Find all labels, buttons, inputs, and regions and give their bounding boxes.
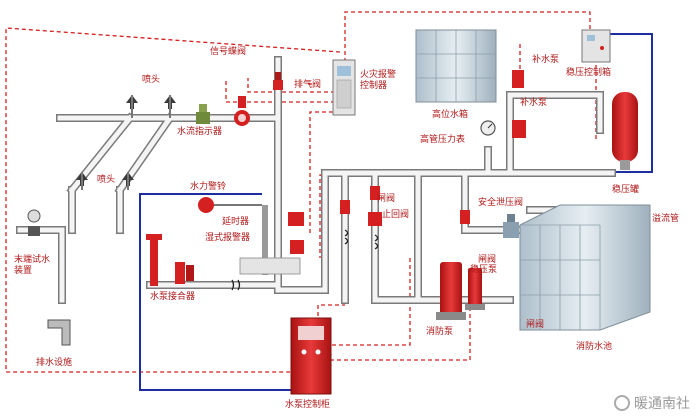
label-safety-relief-valve: 安全泄压阀 <box>478 198 524 208</box>
label-wet-alarm-valve: 湿式报警器 <box>205 233 251 243</box>
drain-fitting <box>47 319 71 346</box>
watermark: 暖通南社 <box>614 393 690 413</box>
end-test-device <box>27 209 41 236</box>
gate-valve-c <box>460 210 470 224</box>
wet-alarm-valve-group <box>239 205 304 275</box>
label-sprinkler-bottom: 喷头 <box>97 175 116 185</box>
label-sprinkler-top: 喷头 <box>142 75 161 85</box>
flow-indicator <box>196 104 210 124</box>
check-valve <box>368 212 382 226</box>
pump-adapter <box>146 234 194 286</box>
safety-relief-valve <box>503 214 519 238</box>
label-overflow-pipe: 溢流管 <box>652 214 680 224</box>
label-gate-valve-3: 闸阀 <box>526 320 545 330</box>
label-fire-alarm-controller: 火灾报警控制器 <box>360 70 397 91</box>
exhaust-valve <box>273 72 283 90</box>
pressure-tank <box>612 92 638 170</box>
label-pump-adapter: 水泵接合器 <box>150 292 196 302</box>
label-makeup-pump-mid: 补水泵 <box>520 98 548 108</box>
pump-control-cabinet <box>290 317 332 395</box>
label-gate-valve-1: 闸阀 <box>377 194 396 204</box>
gate-valve-a <box>340 200 350 214</box>
label-makeup-pump-top: 补水泵 <box>532 55 560 65</box>
booster-pump <box>465 268 485 310</box>
pressure-control-box <box>581 29 611 63</box>
control-lines <box>139 33 653 391</box>
label-flow-indicator: 水流指示器 <box>177 127 223 137</box>
signal-butterfly-valve <box>234 96 250 126</box>
watermark-logo-icon <box>614 395 630 411</box>
water-bell <box>198 197 262 213</box>
label-water-bell: 水力警铃 <box>190 182 227 192</box>
label-pressure-control-box: 稳压控制箱 <box>566 68 612 78</box>
makeup-pumps <box>512 70 526 138</box>
pressure-gauge <box>480 120 496 136</box>
label-pump-control-cabinet: 水泵控制柜 <box>285 400 331 410</box>
label-pressure-tank: 稳压罐 <box>612 185 640 195</box>
fire-water-pool <box>519 204 651 331</box>
pipe-break-marks <box>231 229 379 291</box>
label-booster-pump: 稳压泵 <box>470 265 498 275</box>
label-drain: 排水设施 <box>36 358 73 368</box>
label-fire-pool: 消防水池 <box>576 342 613 352</box>
watermark-text: 暖通南社 <box>634 396 690 412</box>
label-high-pipe-gauge: 高管压力表 <box>420 135 466 145</box>
high-water-tank <box>415 29 497 103</box>
label-end-test-device: 末端试水装置 <box>14 255 51 276</box>
label-signal-valve: 信号蝶阀 <box>210 47 247 57</box>
gate-valve-b <box>370 186 380 200</box>
label-check-valve: 止回阀 <box>382 210 410 220</box>
label-fire-pump: 消防泵 <box>426 327 454 337</box>
label-high-tank: 高位水箱 <box>432 110 469 120</box>
label-delay-device: 延时器 <box>222 217 250 227</box>
label-gate-valve-2: 闸阀 <box>478 255 497 265</box>
label-exhaust-valve: 排气阀 <box>294 80 322 90</box>
fire-alarm-controller-panel <box>332 59 356 116</box>
fire-pump <box>436 262 466 320</box>
sprinkler-drops <box>81 95 171 190</box>
